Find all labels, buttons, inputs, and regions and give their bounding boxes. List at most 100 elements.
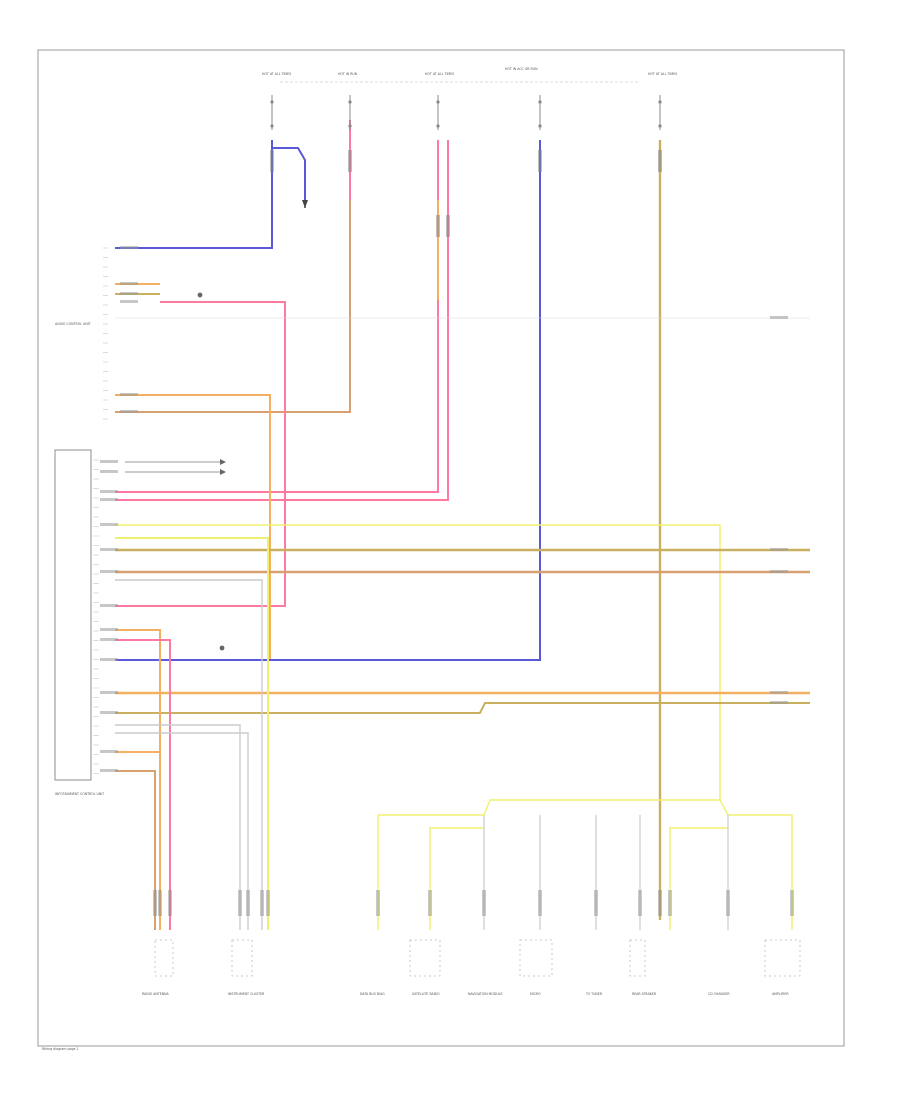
fuse-4-label: HOT IN ACC OR RUN [505, 67, 538, 71]
control-unit-lower-label: INFOTAINMENT CONTROL UNIT [55, 792, 104, 796]
component-3-label: DATA BUS DIAG [360, 992, 385, 996]
wire-blue-fuse4 [115, 140, 541, 661]
inline-connector-lower-4 [246, 890, 250, 916]
wire-lower-right [377, 799, 793, 930]
wire-tag-13 [100, 604, 118, 607]
wire-tag-10 [100, 523, 118, 526]
fuse-2-label: HOT IN RUN [338, 72, 358, 76]
wire-tags [100, 150, 794, 916]
wire-blue-fuse1 [115, 140, 306, 249]
component-labels: RADIO ANTENNA INSTRUMENT CLUSTER DATA BU… [142, 992, 789, 996]
wire-tag-2 [120, 292, 138, 295]
wire-tag-14 [100, 628, 118, 631]
ground-symbols [125, 200, 308, 651]
fuse-3-symbol [436, 95, 440, 130]
inline-connector-upper-5 [658, 150, 662, 172]
component-8-label: REAR SPEAKER [632, 992, 657, 996]
inline-connector-lower-10 [538, 890, 542, 916]
inline-connector-lower-3 [238, 890, 242, 916]
arrow-1-icon [220, 459, 226, 465]
wire-horizontal-buses [115, 317, 810, 800]
wire-orange-mid [115, 394, 271, 660]
wire-tag-1 [120, 282, 138, 285]
inline-connector-lower-14 [668, 890, 672, 916]
wire-tag-11 [100, 548, 118, 551]
inline-connector-upper-1 [348, 150, 352, 172]
component-body-0 [154, 939, 174, 977]
component-body-1 [231, 939, 253, 977]
wire-orange-fuse3 [115, 140, 449, 501]
wire-tag-19 [100, 750, 118, 753]
fuse-2-symbol [348, 95, 352, 130]
component-4-label: SATELLITE RADIO [412, 992, 440, 996]
fuse-5-label: HOT AT ALL TIMES [648, 72, 677, 76]
wire-tag-6 [100, 460, 118, 463]
wire-tag-7 [100, 470, 118, 473]
component-6-label: MICRO [530, 992, 541, 996]
component-5-label: NAVIGATION MODULE [468, 992, 503, 996]
control-unit-upper-label: AUDIO CONTROL UNIT [55, 322, 91, 326]
inline-connector-lower-15 [726, 890, 730, 916]
inline-connector-upper-2 [436, 215, 440, 237]
inline-connector-upper-0 [270, 150, 274, 172]
component-body-3 [519, 939, 553, 977]
wire-tag-20 [100, 769, 118, 772]
inline-connector-lower-8 [428, 890, 432, 916]
wire-tag-25 [770, 316, 788, 319]
inline-connector-lower-6 [266, 890, 270, 916]
component-1-label: RADIO ANTENNA [142, 992, 169, 996]
inline-connector-lower-1 [158, 890, 162, 916]
component-body-5 [764, 939, 801, 977]
fuse-4-symbol [538, 95, 542, 130]
fuse-5-symbol [658, 95, 662, 130]
control-unit-lower-box [54, 449, 92, 781]
wire-tag-8 [100, 490, 118, 493]
inline-connector-lower-13 [658, 890, 662, 916]
wire-pink-long [115, 283, 286, 607]
inline-connector-lower-2 [168, 890, 172, 916]
wire-pink-fuse2 [115, 120, 351, 413]
wire-tag-5 [120, 410, 138, 413]
wire-tag-4 [120, 393, 138, 396]
component-bodies [154, 939, 801, 977]
wire-tag-23 [770, 691, 788, 694]
component-7-label: TV TUNER [585, 992, 603, 996]
wire-tag-0 [120, 246, 138, 249]
inline-connector-lower-5 [260, 890, 264, 916]
arrow-2-icon [220, 469, 226, 475]
wire-lower-left [115, 537, 269, 930]
inline-connector-upper-4 [538, 150, 542, 172]
fuse-1-symbol [270, 95, 274, 130]
component-body-4 [629, 939, 646, 977]
ground-2-icon [219, 645, 225, 651]
inline-connector-upper-3 [446, 215, 450, 237]
inline-connector-lower-7 [376, 890, 380, 916]
component-9-label: CD CHANGER [708, 992, 730, 996]
inline-connector-lower-12 [638, 890, 642, 916]
diagram-frame [37, 49, 845, 1047]
wire-tag-15 [100, 638, 118, 641]
component-10-label: AMPLIFIER [772, 992, 789, 996]
wire-tag-3 [120, 300, 138, 303]
wire-tag-22 [770, 570, 788, 573]
inline-connector-lower-9 [482, 890, 486, 916]
component-body-2 [409, 939, 441, 977]
wire-tag-18 [100, 711, 118, 714]
wire-tag-16 [100, 658, 118, 661]
module-labels: AUDIO CONTROL UNIT INFOTAINMENT CONTROL … [55, 322, 104, 796]
wire-tag-21 [770, 548, 788, 551]
page-reference: Wiring diagram page 1 [42, 1047, 79, 1051]
inline-connector-lower-16 [790, 890, 794, 916]
fuse-labels: HOT AT ALL TIMES HOT IN RUN HOT AT ALL T… [262, 67, 677, 76]
fuse-3-label: HOT AT ALL TIMES [425, 72, 454, 76]
inline-connector-lower-0 [153, 890, 157, 916]
fuse-1-label: HOT AT ALL TIMES [262, 72, 291, 76]
connector-pins [93, 247, 108, 774]
wire-tag-9 [100, 498, 118, 501]
component-2-label: INSTRUMENT CLUSTER [228, 992, 265, 996]
ground-1-icon [197, 292, 203, 298]
arrow-3-icon [302, 200, 308, 208]
wire-tag-12 [100, 570, 118, 573]
